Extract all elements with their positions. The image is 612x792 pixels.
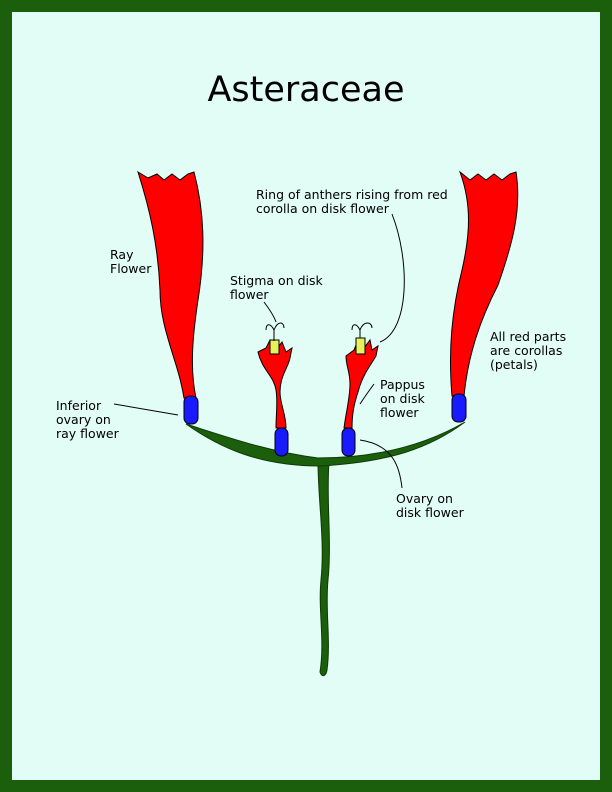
ray-flower-left-corolla xyxy=(137,170,204,399)
disk-flower-2-anthers xyxy=(355,337,366,355)
pointer-anthers xyxy=(379,213,405,343)
stem xyxy=(317,461,330,677)
page-title: Asteraceae xyxy=(207,70,405,110)
pointer-stigma xyxy=(263,301,277,323)
disk-flower-2-ovary xyxy=(341,427,356,457)
ray-flower-left-ovary xyxy=(183,395,199,425)
receptacle xyxy=(185,421,466,467)
disk-flower-2-stigma xyxy=(351,322,373,338)
ray-flower-right-ovary xyxy=(451,393,467,423)
disk-flower-2-corolla xyxy=(343,338,379,429)
pointer-pappus xyxy=(359,383,375,405)
disk-flower-1-stigma xyxy=(265,322,285,341)
disk-flower-1-ovary xyxy=(274,427,289,457)
pointer-disk-ovary xyxy=(359,439,403,489)
disk-flower-1-corolla xyxy=(257,338,293,429)
disk-flower-1-anthers xyxy=(269,339,280,355)
pointer-inferior-ovary xyxy=(113,403,179,416)
ray-flower-right-corolla xyxy=(449,170,519,397)
